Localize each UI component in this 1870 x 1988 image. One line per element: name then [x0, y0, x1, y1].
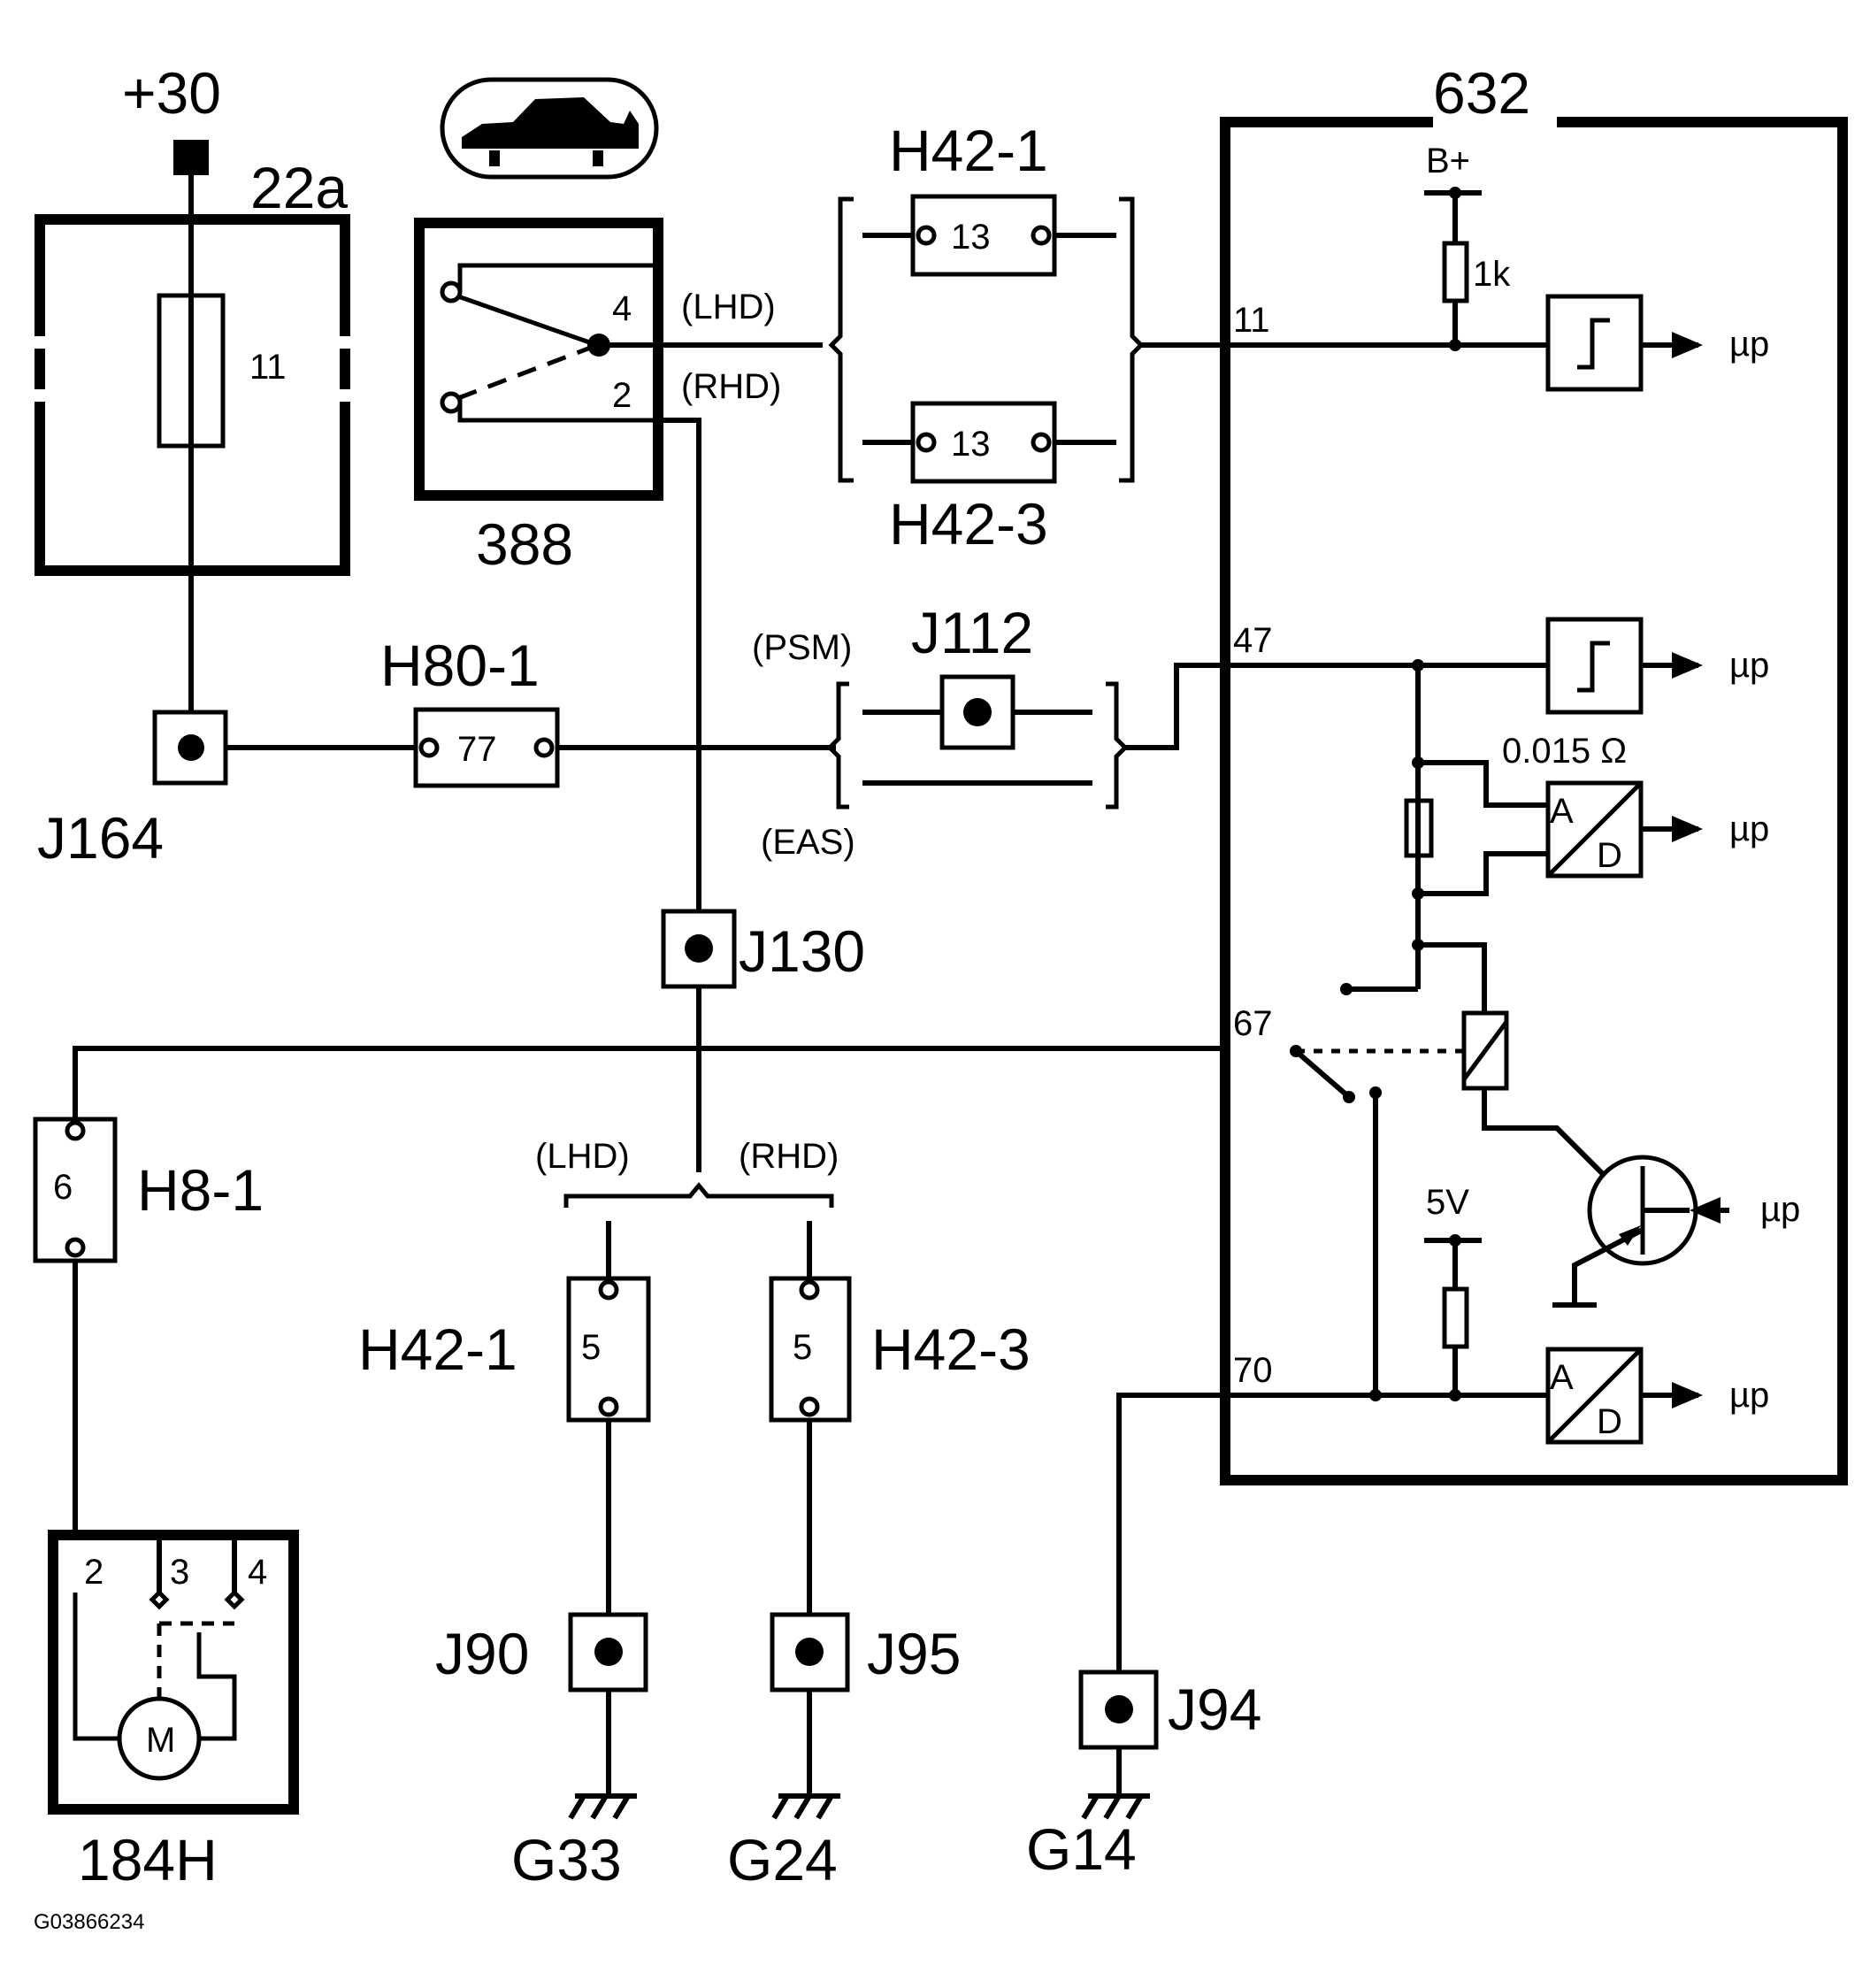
j95-label: J95	[867, 1621, 961, 1686]
ground-g14: G14	[1026, 1793, 1150, 1882]
ad2-d: D	[1597, 1402, 1622, 1441]
j130-label: J130	[739, 918, 865, 984]
g24-label: G24	[727, 1827, 838, 1892]
ecu-pin-67: 67	[1233, 1004, 1273, 1043]
connector-j94: J94	[1078, 1669, 1261, 1796]
ecu-bplus-label: B+	[1426, 142, 1470, 180]
fusebox-22a-label: 22a	[250, 155, 348, 220]
g33-label: G33	[511, 1827, 622, 1892]
h42-1-bottom-pin: 5	[581, 1328, 601, 1367]
ecu-5v-label: 5V	[1426, 1183, 1469, 1222]
resistor-1k-label: 1k	[1473, 255, 1511, 294]
ecu-pin-47: 47	[1233, 621, 1273, 660]
switch-rhd-label: (RHD)	[681, 367, 781, 406]
j94-label: J94	[1168, 1677, 1261, 1742]
h42-3-top	[910, 401, 1057, 484]
connector-h42-3-bottom: 5 H42-3	[769, 1221, 1031, 1615]
lower-rhd-label: (RHD)	[739, 1137, 839, 1176]
micro-2: µp	[1729, 646, 1769, 685]
h42-1-bottom-label: H42-1	[358, 1316, 517, 1382]
j112-label: J112	[911, 600, 1033, 665]
micro-4: µp	[1760, 1190, 1800, 1229]
shunt-label: 0.015 Ω	[1502, 732, 1627, 771]
h42-1-top	[910, 194, 1057, 277]
micro-1: µp	[1729, 325, 1769, 364]
ecu-pin-11: 11	[1233, 301, 1270, 340]
j164-label: J164	[37, 805, 164, 871]
switch-lhd-label: (LHD)	[681, 288, 776, 326]
switch-388-label: 388	[476, 511, 573, 577]
h8-1-label: H8-1	[137, 1157, 264, 1223]
h42-3-top-pin: 13	[951, 425, 991, 464]
motor-pin-3: 3	[170, 1553, 189, 1592]
motor-m-label: M	[146, 1721, 175, 1760]
switch-pin-2: 2	[612, 376, 632, 415]
wire-pin67-h8	[73, 1046, 1225, 1119]
h80-1-pin: 77	[457, 730, 497, 769]
h42-1-top-label: H42-1	[889, 118, 1048, 183]
ecu-632-label: 632	[1433, 60, 1530, 126]
micro-5: µp	[1729, 1376, 1769, 1415]
motor-pin-2: 2	[84, 1553, 103, 1592]
connector-j112: (PSM) (EAS) J112	[752, 600, 1129, 862]
shunt-resistor	[1404, 798, 1434, 858]
supply-terminal	[173, 140, 209, 175]
connector-h8-1: 6 H8-1	[33, 1117, 264, 1263]
ground-g33: G33	[511, 1793, 637, 1892]
ecu-632: 632 11 B+ 1k µp 47 µp 0.015 Ω	[1220, 60, 1848, 1485]
switch-388: 4 2 388	[414, 77, 663, 577]
wire-switch-pin2	[658, 418, 701, 911]
h42-1-top-pin: 13	[951, 218, 991, 257]
motor-184h-outline	[48, 1530, 299, 1815]
h42-3-bottom-label: H42-3	[871, 1316, 1031, 1382]
car-icon	[462, 97, 639, 149]
connector-h42-1-bottom: 5 H42-1	[358, 1221, 651, 1615]
motor-184h: 2 3 4 M 184H	[48, 1530, 299, 1892]
ad2-a: A	[1550, 1358, 1574, 1397]
diagram-id: G03866234	[34, 1910, 144, 1934]
motor-184h-label: 184H	[78, 1827, 218, 1892]
j112-psm-label: (PSM)	[752, 628, 852, 667]
connector-j95: J95	[770, 1612, 961, 1796]
car-icon-frame	[440, 77, 659, 180]
h42-3-top-label: H42-3	[889, 491, 1048, 556]
switch-pin-4: 4	[612, 289, 632, 328]
j112-eas-label: (EAS)	[761, 823, 855, 862]
supply-plus30-label: +30	[122, 60, 221, 126]
wire-pin70-j94	[1116, 1393, 1225, 1672]
ad1-d: D	[1597, 836, 1622, 875]
motor-pin-4: 4	[248, 1553, 267, 1592]
ad1-a: A	[1550, 792, 1574, 831]
resistor-1k	[1442, 241, 1469, 303]
connector-j130: J130	[661, 909, 865, 989]
micro-3: µp	[1729, 810, 1769, 848]
wire-to-pin47	[1125, 663, 1225, 750]
h80-1-label: H80-1	[380, 633, 540, 698]
lower-split: (LHD) (RHD)	[535, 1137, 839, 1208]
g14-label: G14	[1026, 1816, 1137, 1882]
switch-contact	[457, 294, 598, 348]
h8-1-pin: 6	[53, 1168, 73, 1207]
lower-lhd-label: (LHD)	[535, 1137, 630, 1176]
top-connector-group: H42-1 13 13 H42-3	[828, 118, 1145, 556]
h42-3-bottom-pin: 5	[793, 1328, 812, 1367]
resistor-5v	[1442, 1286, 1469, 1349]
ground-g24: G24	[727, 1793, 840, 1892]
relay-coil	[1461, 1010, 1509, 1091]
switch-388-outline	[414, 218, 663, 501]
connector-h80-1: H80-1 77	[380, 633, 560, 788]
ecu-pin-70: 70	[1233, 1351, 1273, 1390]
j90-label: J90	[435, 1621, 529, 1686]
fuse-11-number: 11	[249, 348, 287, 387]
connector-j164: J164	[37, 710, 228, 871]
connector-j90: J90	[435, 1612, 648, 1796]
